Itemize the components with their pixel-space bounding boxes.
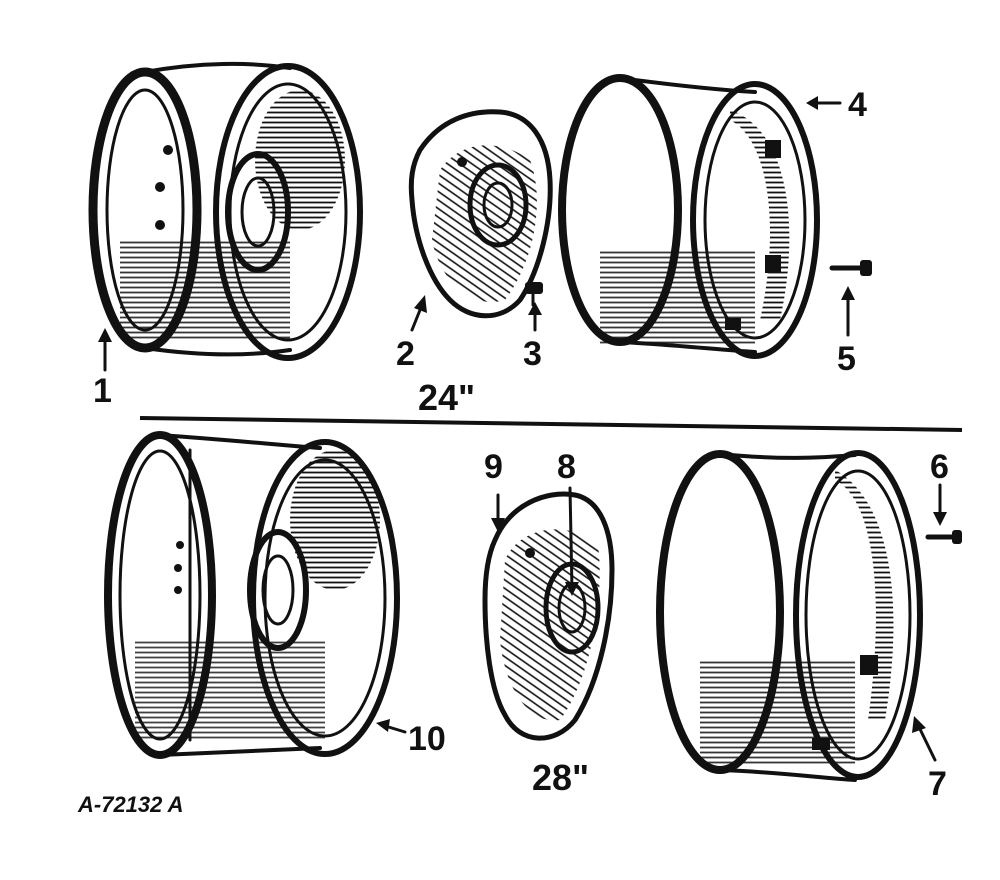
wheel-center-disc-28: [482, 491, 615, 741]
callout-arrows-lower: [376, 483, 947, 762]
callout-8: 8: [557, 448, 576, 486]
wheel-rim-28-inch: [104, 431, 400, 759]
callout-3: 3: [523, 335, 542, 373]
wheel-center-disc-24: [408, 109, 553, 319]
wheel-rim-band-28: [656, 450, 923, 782]
callout-4: 4: [848, 86, 867, 124]
bolt-part-5: [829, 260, 872, 276]
callout-2: 2: [396, 335, 415, 373]
bolt-part-3: [525, 282, 543, 307]
callout-1: 1: [93, 372, 112, 410]
callout-arrows-upper: [98, 96, 855, 372]
callout-5: 5: [837, 340, 856, 378]
callout-10: 10: [408, 720, 446, 758]
figure-id: A-72132 A: [77, 792, 184, 817]
callout-6: 6: [930, 448, 949, 486]
section-divider: [139, 416, 963, 432]
callout-9: 9: [484, 448, 503, 486]
wheel-rim-24-inch: [88, 61, 363, 361]
section-label-28-inch: 28": [532, 757, 589, 798]
bolt-part-6: [925, 530, 962, 544]
callout-7: 7: [928, 765, 947, 803]
wheel-rim-band-24: [558, 74, 820, 359]
section-label-24-inch: 24": [418, 377, 475, 418]
